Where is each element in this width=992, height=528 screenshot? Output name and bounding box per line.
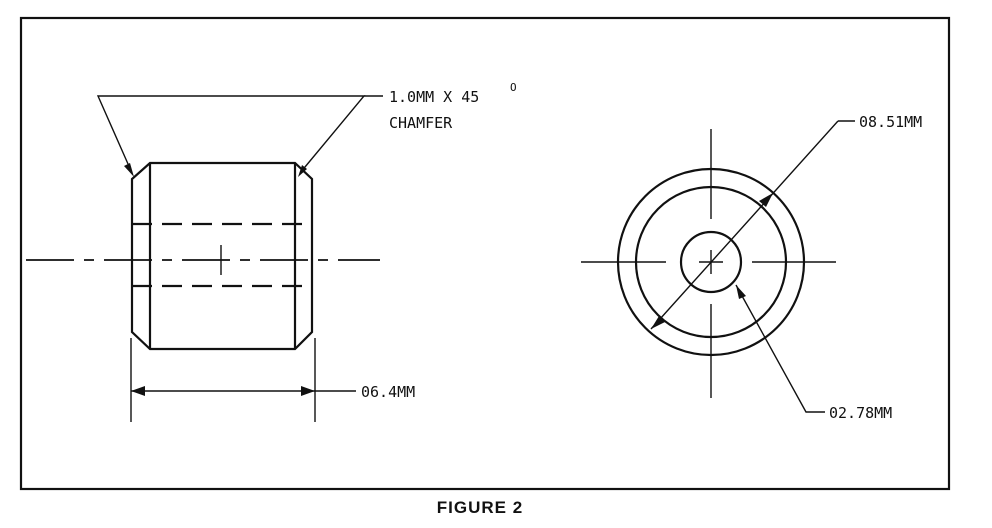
bore-arrow: [736, 285, 746, 299]
side-view: [26, 95, 383, 422]
chamfer-arrow-left: [124, 163, 134, 177]
diameter-leader: [650, 120, 839, 330]
chamfer-label-line2: CHAMFER: [389, 114, 453, 132]
figure-caption: FIGURE 2: [437, 498, 523, 517]
chamfer-leader: [96, 95, 366, 174]
length-arrow-left: [131, 386, 145, 396]
bore-diameter-label: 02.78MM: [829, 404, 892, 422]
end-view: [581, 120, 855, 413]
chamfer-arrow-right: [298, 165, 307, 177]
part-outline: [130, 161, 314, 351]
outer-diameter-label: 08.51MM: [859, 113, 922, 131]
diameter-arrow-bottom: [651, 316, 665, 329]
length-label: 06.4MM: [361, 383, 415, 401]
diameter-arrow-top: [759, 193, 773, 207]
bore-circle: [679, 230, 743, 294]
drawing-frame: [19, 16, 951, 491]
chamfer-degree-symbol: O: [510, 81, 517, 94]
bore-leader: [735, 284, 825, 413]
chamfer-label-line1: 1.0MM X 45: [389, 88, 479, 106]
length-arrow-right: [301, 386, 315, 396]
